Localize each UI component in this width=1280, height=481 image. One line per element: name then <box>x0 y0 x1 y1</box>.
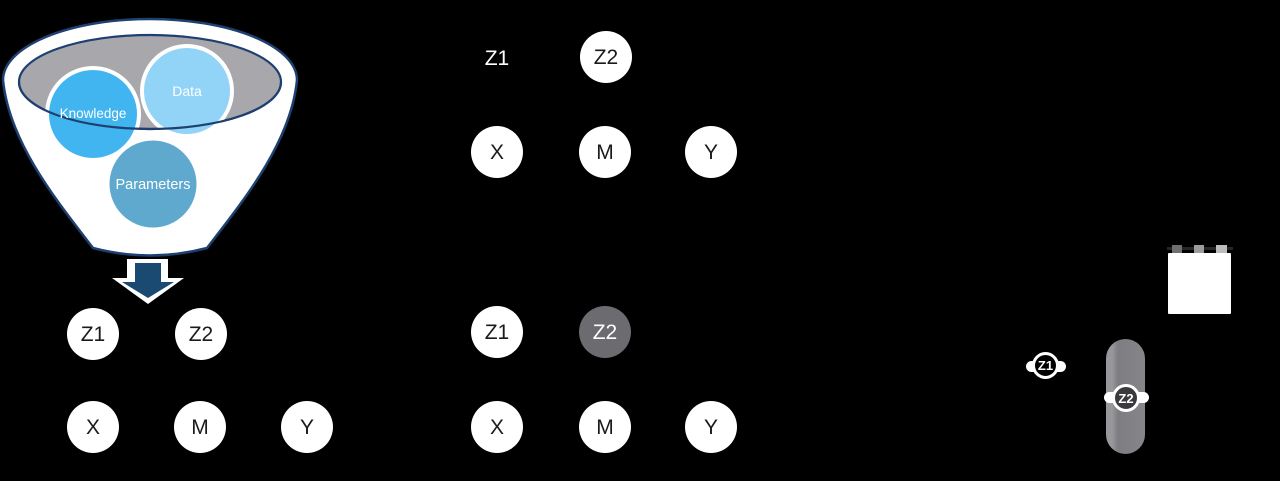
knowledge-circle <box>45 66 141 162</box>
z1-badge: Z1 <box>1032 352 1059 379</box>
mid-top-graph-node-m: M <box>579 126 631 178</box>
document-icon <box>1168 253 1231 314</box>
mid-top-graph-node-z1: Z1 <box>484 46 510 70</box>
knowledge-label: Knowledge <box>60 106 127 121</box>
left-graph-node-z1: Z1 <box>67 308 119 360</box>
parameters-circle <box>105 136 201 232</box>
parameters-label: Parameters <box>116 177 191 193</box>
mid-bottom-graph-node-z2: Z2 <box>579 306 631 358</box>
down-arrow-icon <box>122 263 174 298</box>
document-icon-cell-2 <box>1194 245 1204 253</box>
data-label: Data <box>172 83 202 99</box>
document-icon-cell-3 <box>1216 245 1227 253</box>
mid-bottom-graph-node-m: M <box>579 401 631 453</box>
left-graph-node-x: X <box>67 401 119 453</box>
left-graph-node-m: M <box>174 401 226 453</box>
mid-bottom-graph-node-z1: Z1 <box>471 306 523 358</box>
mid-bottom-graph-node-y: Y <box>685 401 737 453</box>
mid-top-graph-node-x: X <box>471 126 523 178</box>
knowledge-funnel: Knowledge Data Parameters <box>1 17 299 304</box>
z2-badge: Z2 <box>1112 384 1140 412</box>
left-graph-node-z2: Z2 <box>175 308 227 360</box>
mid-top-graph-node-z2: Z2 <box>580 31 632 83</box>
left-graph-node-y: Y <box>281 401 333 453</box>
mid-top-graph-node-y: Y <box>685 126 737 178</box>
funnel-opening-rim <box>17 81 283 131</box>
data-circle <box>140 44 234 138</box>
mid-bottom-graph-node-x: X <box>471 401 523 453</box>
document-icon-cell-1 <box>1172 245 1182 253</box>
